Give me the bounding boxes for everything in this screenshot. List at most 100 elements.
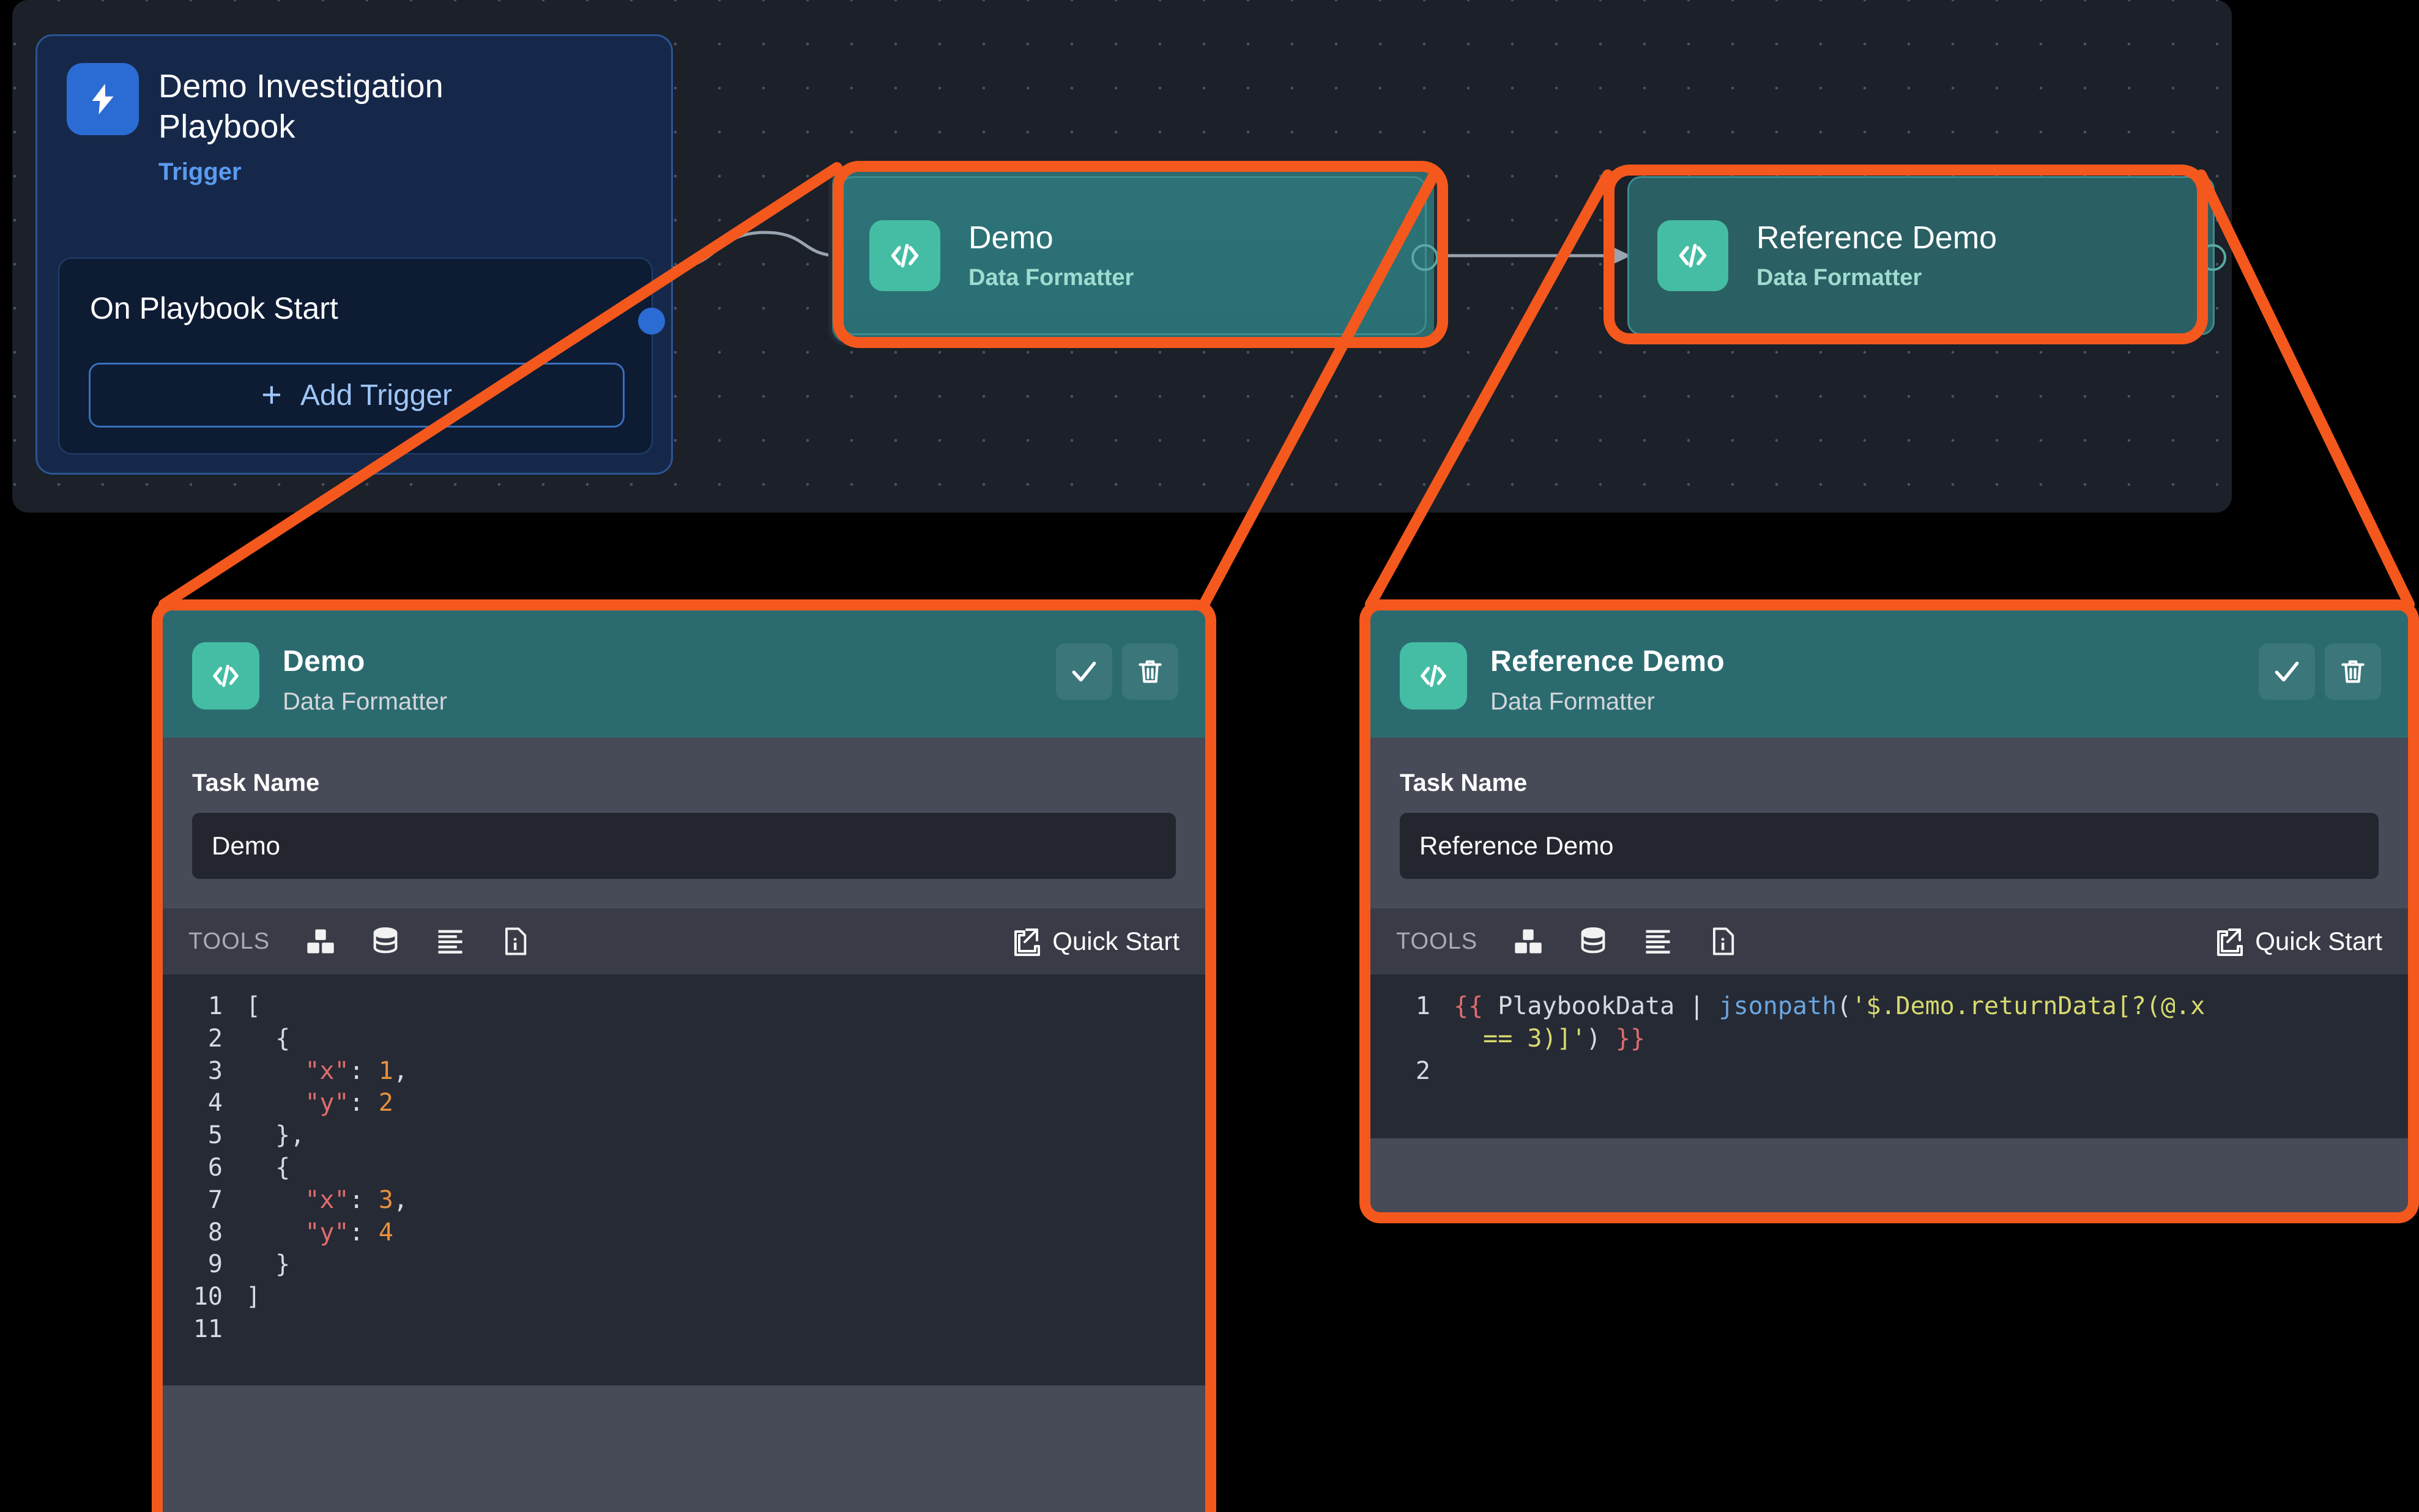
code-text: "x": 3, xyxy=(305,1185,408,1214)
trigger-header: Demo Investigation Playbook Trigger xyxy=(37,36,671,186)
task-detail-panel-demo[interactable]: Demo Data Formatter Task Name Demo TOOLS xyxy=(152,599,1216,1512)
check-icon xyxy=(2275,661,2299,682)
external-link-icon xyxy=(2217,928,2243,956)
task-name-input[interactable]: Demo xyxy=(192,813,1176,879)
code-text: {{ PlaybookData | jsonpath('$.Demo.retur… xyxy=(1454,992,2205,1020)
panel-body: Task Name Demo xyxy=(163,738,1205,879)
panel-subtitle: Data Formatter xyxy=(1490,688,1655,715)
line-number: 5 xyxy=(207,1121,223,1150)
code-line: 1 {{ PlaybookData | jsonpath('$.Demo.retu… xyxy=(1370,990,2408,1023)
code-brackets-icon xyxy=(869,220,940,291)
code-text: }, xyxy=(246,1121,305,1150)
add-trigger-label: Add Trigger xyxy=(300,379,452,412)
task-name-label: Task Name xyxy=(1400,769,1528,796)
blocks-icon[interactable] xyxy=(304,925,337,958)
trash-icon xyxy=(2341,660,2365,683)
database-icon[interactable] xyxy=(369,925,402,958)
code-line: 1[ xyxy=(163,990,1205,1023)
line-number: 1 xyxy=(1415,992,1430,1020)
line-number: 9 xyxy=(207,1250,223,1279)
blocks-icon[interactable] xyxy=(1512,925,1545,958)
panel-title: Demo xyxy=(283,645,365,678)
tools-toolbar: TOOLS Quick Start xyxy=(163,908,1205,974)
line-number: 7 xyxy=(207,1185,223,1214)
code-line: 5 }, xyxy=(163,1119,1205,1152)
line-number: 1 xyxy=(207,992,223,1020)
trash-icon xyxy=(1139,660,1162,683)
code-line: 3 "x": 1, xyxy=(163,1055,1205,1088)
line-number: 10 xyxy=(193,1283,223,1311)
trigger-subtitle: Trigger xyxy=(158,158,242,185)
line-number: 4 xyxy=(207,1089,223,1117)
line-number: 11 xyxy=(193,1314,223,1343)
code-brackets-icon xyxy=(192,642,259,710)
task-name-input[interactable]: Reference Demo xyxy=(1400,813,2379,879)
node-subtitle: Data Formatter xyxy=(1756,265,1922,291)
code-line: 7 "x": 3, xyxy=(163,1184,1205,1217)
format-lines-icon[interactable] xyxy=(1641,925,1674,958)
node-output-port[interactable] xyxy=(1411,244,1438,271)
playbook-canvas[interactable]: Demo Investigation Playbook Trigger On P… xyxy=(12,0,2232,513)
quick-start-button[interactable]: Quick Start xyxy=(2213,927,2382,956)
lightning-bolt-icon xyxy=(67,63,139,135)
quick-start-button[interactable]: Quick Start xyxy=(1011,927,1180,956)
code-line: == 3)]') }} xyxy=(1370,1023,2408,1055)
node-demo[interactable]: Demo Data Formatter xyxy=(839,176,1438,335)
check-icon xyxy=(1072,661,1096,682)
panel-header: Demo Data Formatter xyxy=(163,610,1205,738)
code-text: "x": 1, xyxy=(305,1056,408,1085)
plus-icon: + xyxy=(261,374,282,415)
code-line: 10] xyxy=(163,1281,1205,1313)
code-text: { xyxy=(246,1153,291,1182)
database-icon[interactable] xyxy=(1577,925,1610,958)
info-document-icon[interactable] xyxy=(499,925,532,958)
quick-start-label: Quick Start xyxy=(2255,927,2382,955)
code-line: 6 { xyxy=(163,1152,1205,1184)
code-text: { xyxy=(246,1024,291,1053)
confirm-button[interactable] xyxy=(1056,643,1112,700)
code-brackets-icon xyxy=(1400,642,1467,710)
task-name-label: Task Name xyxy=(192,769,320,796)
code-line: 8 "y": 4 xyxy=(163,1217,1205,1249)
tools-toolbar: TOOLS Quick Start xyxy=(1370,908,2408,974)
confirm-button[interactable] xyxy=(2259,643,2315,700)
tools-label: TOOLS xyxy=(188,928,270,954)
line-number: 6 xyxy=(207,1153,223,1182)
panel-body: Task Name Reference Demo xyxy=(1370,738,2408,879)
delete-button[interactable] xyxy=(1122,643,1178,700)
code-line: 2 xyxy=(1370,1055,2408,1088)
code-text: == 3)]') }} xyxy=(1483,1024,1646,1053)
add-trigger-button[interactable]: + Add Trigger xyxy=(89,363,625,428)
tools-label: TOOLS xyxy=(1396,928,1478,954)
code-text: ] xyxy=(246,1283,261,1311)
node-output-port[interactable] xyxy=(2199,244,2226,271)
node-subtitle: Data Formatter xyxy=(968,265,1134,291)
line-number xyxy=(1370,1023,1454,1055)
on-playbook-start-label: On Playbook Start xyxy=(90,291,338,325)
node-title: Reference Demo xyxy=(1756,220,1997,256)
panel-header: Reference Demo Data Formatter xyxy=(1370,610,2408,738)
format-lines-icon[interactable] xyxy=(434,925,467,958)
node-title: Demo xyxy=(968,220,1053,256)
delete-button[interactable] xyxy=(2325,643,2381,700)
trigger-card[interactable]: Demo Investigation Playbook Trigger On P… xyxy=(35,34,673,475)
quick-start-label: Quick Start xyxy=(1052,927,1180,955)
code-text: "y": 4 xyxy=(305,1218,393,1247)
code-text: "y": 2 xyxy=(305,1089,393,1117)
code-line: 9 } xyxy=(163,1248,1205,1281)
info-document-icon[interactable] xyxy=(1706,925,1739,958)
trigger-output-port[interactable] xyxy=(638,308,665,335)
node-reference-demo[interactable]: Reference Demo Data Formatter xyxy=(1627,176,2226,335)
code-line: 2 { xyxy=(163,1023,1205,1055)
code-line: 11 xyxy=(163,1313,1205,1346)
task-detail-panel-reference-demo[interactable]: Reference Demo Data Formatter Task Name … xyxy=(1359,599,2419,1223)
line-number: 8 xyxy=(207,1218,223,1247)
code-editor-reference-demo[interactable]: 1 {{ PlaybookData | jsonpath('$.Demo.retu… xyxy=(1370,974,2408,1138)
code-text: [ xyxy=(246,992,261,1020)
code-text: } xyxy=(246,1250,291,1279)
line-number: 2 xyxy=(1415,1056,1430,1085)
line-number: 3 xyxy=(207,1056,223,1085)
on-playbook-start-block[interactable]: On Playbook Start + Add Trigger xyxy=(58,258,665,454)
